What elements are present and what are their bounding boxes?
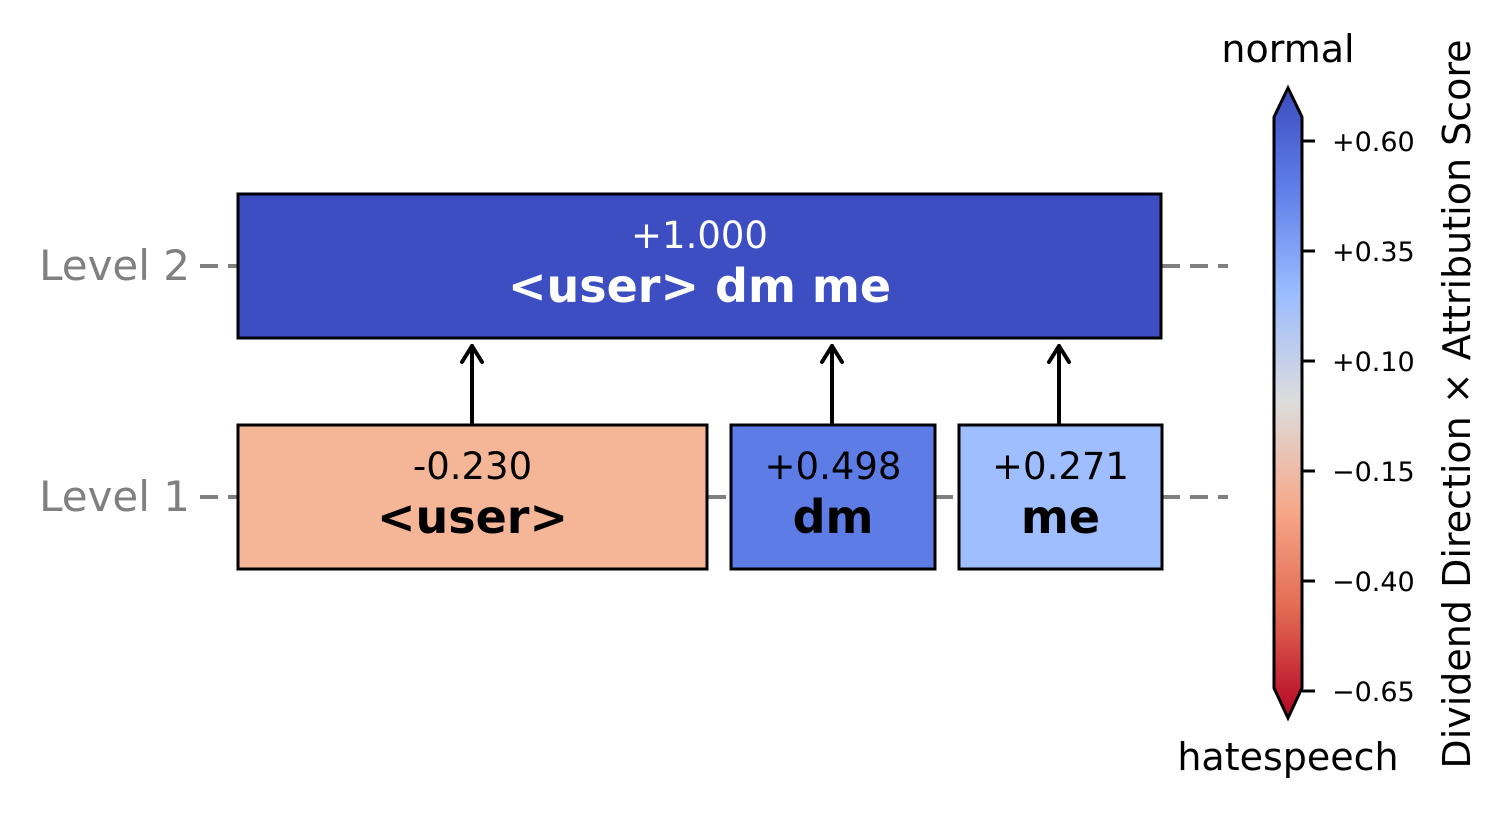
colorbar-top-label: normal [1221,27,1354,71]
colorbar-title: Dividend Direction × Attribution Score [1435,39,1479,768]
node-me: +0.271 me [957,423,1164,571]
colorbar-tick-label: +0.35 [1332,237,1415,268]
node-user-text: <user> [377,490,568,544]
colorbar-tick-label: −0.40 [1332,567,1415,598]
level-1-label: Level 1 [39,472,190,521]
node-user: -0.230 <user> [236,423,709,571]
node-user-dm-me-score: +1.000 [631,214,768,257]
colorbar-ticks [1302,139,1315,693]
arrow-me [1047,344,1071,426]
arrow-user [460,344,484,426]
arrows [460,344,1071,426]
colorbar-tick-label: −0.15 [1332,457,1415,488]
arrow-dm [820,344,844,426]
node-dm-score: +0.498 [765,445,902,488]
colorbar-tick-label: +0.60 [1332,127,1415,158]
node-me-score: +0.271 [992,445,1129,488]
colorbar: normal +0.60 +0.35 +0.10 −0.15 −0.40 −0.… [1177,27,1479,779]
colorbar-body [1272,84,1304,722]
colorbar-tick-label: +0.10 [1332,347,1415,378]
node-user-dm-me-text: <user> dm me [508,259,891,313]
level-2-label: Level 2 [39,241,190,290]
node-me-text: me [1021,490,1100,544]
node-dm-text: dm [793,490,874,544]
colorbar-bottom-label: hatespeech [1177,735,1398,779]
node-user-score: -0.230 [413,445,532,488]
node-dm: +0.498 dm [729,423,937,571]
node-user-dm-me: +1.000 <user> dm me [236,192,1163,340]
colorbar-tick-label: −0.65 [1332,677,1415,708]
